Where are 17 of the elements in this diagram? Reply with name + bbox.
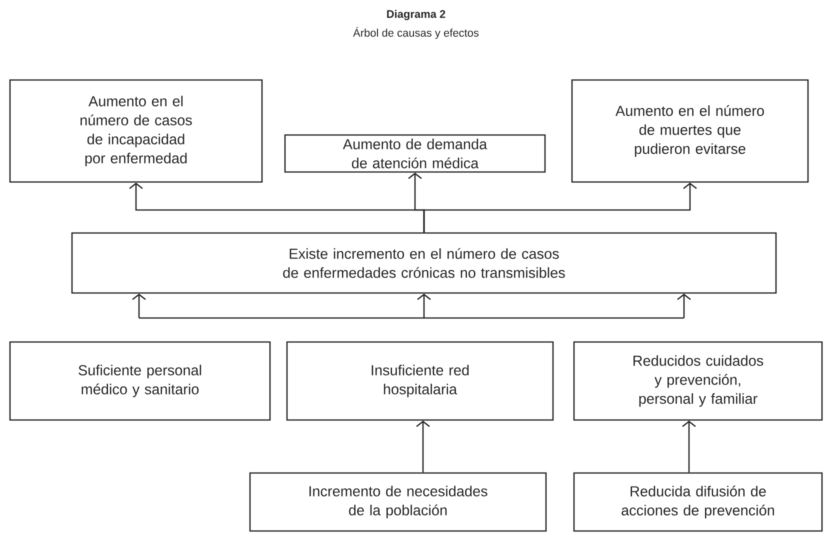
- text-box: Suficiente personal médico y sanitario: [9, 341, 271, 421]
- text-box: Aumento en el número de casos de incapacidad por enfermedad: [9, 79, 263, 183]
- arrow: [423, 182, 697, 232]
- text-box: Aumento de demanda de atención médica: [284, 134, 546, 173]
- text-box: Reducidos cuidados y prevención, personal y familiar: [573, 341, 823, 421]
- arrow: [132, 294, 146, 318]
- subtitle: Árbol de causas y efectos: [353, 27, 479, 39]
- arrow: [416, 420, 430, 472]
- text-box: Existe incremento en el número de casos de enfermedades crónicas no transmisibles: [71, 232, 777, 294]
- text-box: Incremento de necesidades de la población: [249, 472, 547, 532]
- text-box: Aumento en el número de muertes que pudieron evitarse: [571, 79, 809, 183]
- arrow: [677, 294, 691, 318]
- arrow: [417, 294, 431, 318]
- text-box: Insuficiente red hospitalaria: [286, 341, 554, 421]
- title: Diagrama 2: [387, 10, 446, 20]
- text-box: Reducida difusión de acciones de prevención: [573, 472, 823, 532]
- arrow: [682, 420, 696, 472]
